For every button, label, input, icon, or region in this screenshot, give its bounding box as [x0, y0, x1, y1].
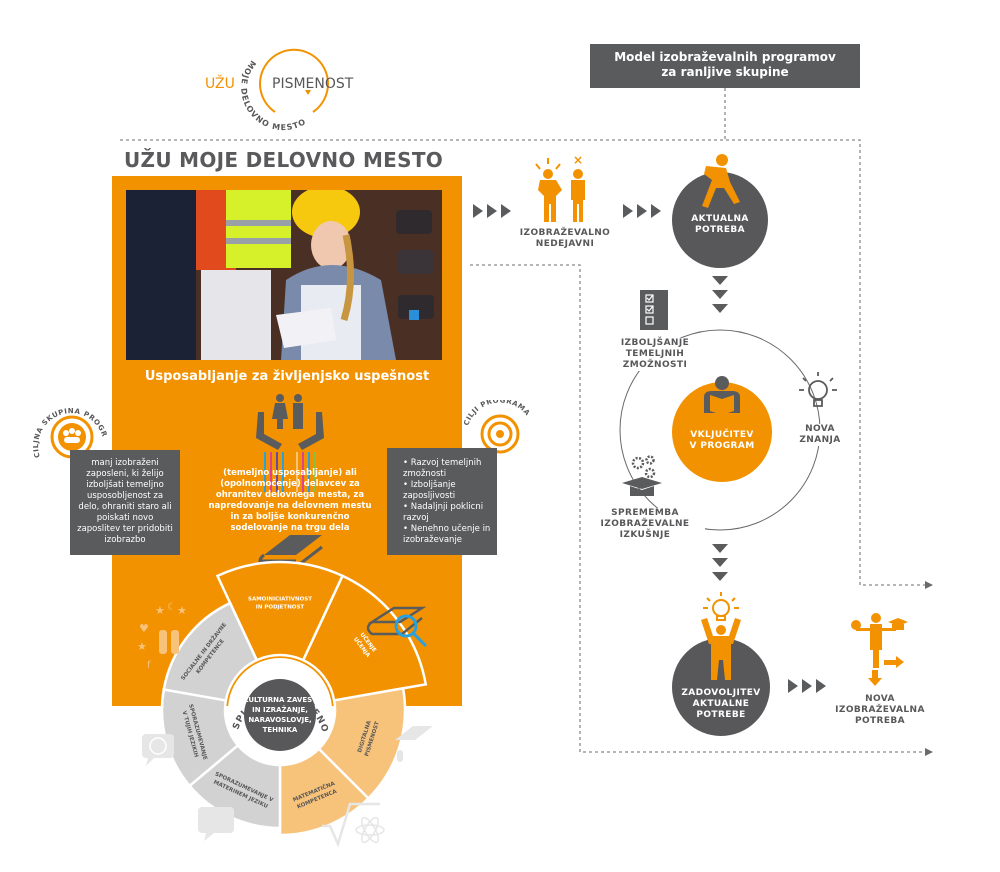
goal-item: • Nenehno učenje in izobraževanje [403, 524, 491, 545]
svg-text:MOJE DELOVNO MESTO: MOJE DELOVNO MESTO [239, 59, 308, 133]
social-icons-decoration: ★☾★ ♥★f [137, 602, 187, 670]
triple-arrow-2 [623, 204, 661, 218]
goals-badge: CILJI PROGRAMA [460, 396, 540, 480]
wheel-center-line: NARAVOSLOVJE, [248, 716, 311, 724]
laptop-mouse-icon [395, 726, 433, 762]
checklist-icon [640, 290, 668, 330]
triple-arrow-1 [473, 204, 511, 218]
svg-text:★: ★ [137, 640, 147, 653]
target-group-box: manj izobraženi zaposleni, ki želijo izb… [70, 450, 180, 555]
model-title-box: Model izobraževalnih programov za ranlji… [590, 44, 860, 88]
section-title: UŽU MOJE DELOVNO MESTO [124, 148, 444, 172]
wheel-center-line: KULTURNA ZAVEST [243, 696, 317, 704]
happy-person-lightbulb-icon [701, 592, 741, 680]
wheel-center-line: IN IZRAŽANJE, [252, 705, 308, 714]
svg-text:×: × [573, 153, 583, 167]
goals-list: • Razvoj temeljnih zmožnosti • Izboljšan… [395, 458, 491, 546]
target-group-ring: CILJNA SKUPINA PROGRAMA [26, 389, 108, 459]
triple-arrow-3 [788, 679, 826, 693]
balancing-person-icon [851, 613, 908, 686]
model-title-line2: za ranljive skupine [661, 65, 789, 79]
svg-text:★: ★ [177, 604, 187, 617]
wheel-segment-label: SAMOINICIATIVNOST [248, 597, 312, 603]
panel-description: (temeljno usposabljanje) ali (opolnomoče… [208, 468, 372, 533]
wheel-segment [317, 686, 407, 801]
connector-top [120, 139, 925, 586]
goal-item: • Razvoj temeljnih zmožnosti [403, 458, 482, 479]
svg-text:f: f [147, 660, 151, 670]
lightbulb-icon [799, 372, 837, 407]
down-arrows-2 [712, 544, 728, 581]
logo-brand-right: PISMENOST [272, 76, 354, 92]
globe-chat-icon [142, 734, 174, 766]
math-science-icon [322, 802, 385, 848]
arrowhead-bottom [925, 748, 933, 756]
connector-bottom [470, 264, 925, 753]
model-title-line1: Model izobraževalnih programov [614, 50, 836, 64]
book-magnifier-icon [366, 606, 428, 648]
wheel-segment [301, 574, 428, 702]
hands-people-icon [256, 394, 324, 450]
panel-headline: Usposabljanje za življenjsko uspešnost [144, 369, 430, 384]
inactive-people-icon: × [535, 153, 585, 222]
logo-brand-left: UŽU [205, 76, 235, 92]
goals-ring: CILJI PROGRAMA [462, 396, 531, 454]
competence-wheel: SPLOŠNA POUČENOST / ZNANJE KULTURNA ZAVE… [130, 560, 428, 837]
down-arrows-1 [712, 276, 728, 313]
logo-ring: MOJE DELOVNO MESTO [239, 48, 329, 133]
reading-person-icon [704, 376, 740, 415]
wheel-segment [215, 560, 345, 662]
wheel-segment [187, 743, 282, 830]
target-group-text: manj izobraženi zaposleni, ki želijo izb… [77, 458, 173, 545]
color-lines-decoration [264, 452, 316, 492]
goal-item: • Izboljšanje zaposljivosti [403, 480, 456, 501]
svg-text:★: ★ [155, 604, 165, 617]
gears-graduation-icon [622, 455, 662, 496]
goals-box: • Razvoj temeljnih zmožnosti • Izboljšan… [387, 448, 497, 555]
goal-item: • Nadaljnji poklicni razvoj [403, 502, 484, 523]
wheel-center [244, 679, 316, 751]
svg-text:☾: ☾ [167, 602, 176, 613]
svg-text:♥: ♥ [139, 622, 149, 635]
wheel-segment [162, 601, 259, 702]
chat-icon [198, 807, 234, 841]
worker-photo [126, 190, 442, 360]
arrowhead-top [925, 581, 933, 589]
wheel-center-line: TEHNIKA [263, 726, 298, 734]
falling-person-icon [702, 154, 740, 208]
target-group-badge: CILJNA SKUPINA PROGRAMA [26, 389, 110, 475]
worker-photo-illustration [126, 190, 442, 360]
wheel-segment [160, 688, 240, 788]
logo: MOJE DELOVNO MESTO UŽU PISMENOST [180, 40, 380, 140]
wheel-segment-label: IN PODJETNOST [256, 605, 305, 611]
